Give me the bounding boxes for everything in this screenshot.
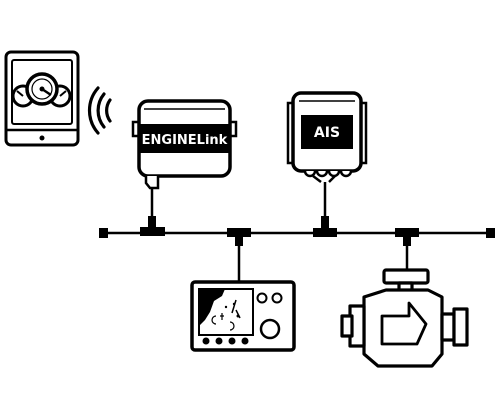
enginelink-device: ENGINELink bbox=[131, 99, 238, 190]
terminator-right bbox=[486, 228, 495, 238]
enginelink-label: ENGINELink bbox=[142, 133, 228, 148]
t-connector-enginelink bbox=[140, 188, 165, 236]
t-connector-ais bbox=[313, 182, 337, 237]
engine-icon bbox=[340, 268, 469, 368]
t-connector-engine bbox=[395, 228, 419, 270]
wifi-signal-icon bbox=[87, 86, 112, 135]
ais-device: AIS bbox=[286, 91, 368, 183]
terminator-left bbox=[99, 228, 108, 238]
chart-plotter-icon bbox=[190, 280, 296, 352]
ais-label: AIS bbox=[314, 125, 340, 141]
t-connector-display bbox=[227, 228, 251, 282]
tablet-gauges-icon bbox=[4, 50, 80, 147]
network-backbone bbox=[99, 182, 495, 282]
